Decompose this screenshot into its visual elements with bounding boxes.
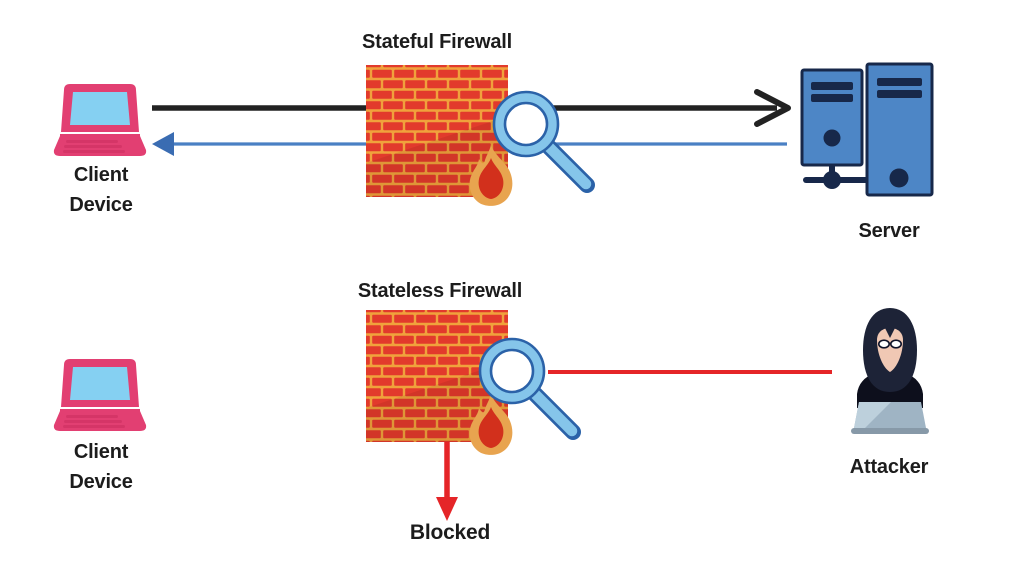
magnifier-icon: [492, 90, 595, 193]
server-icon: [795, 58, 935, 198]
attacker-face: [877, 328, 903, 372]
client-label-line2: Device: [69, 194, 133, 216]
client-label-line1: Client: [73, 164, 129, 186]
laptop-screen: [70, 92, 130, 125]
attacker-laptop: [851, 402, 929, 434]
client-device-label-top: Client Device: [69, 160, 132, 220]
flame-icon: [469, 145, 513, 206]
client-device-label-bottom: Client Device: [69, 437, 132, 497]
blocked-label: Blocked: [409, 521, 491, 544]
stateful-firewall-icon: [360, 58, 600, 263]
attacker-label: Attacker: [849, 456, 929, 478]
attacker-glasses: [877, 339, 902, 349]
server-label: Server: [858, 220, 920, 242]
stateless-title: Stateless Firewall: [357, 280, 523, 302]
stateless-firewall-icon: [360, 303, 600, 508]
stateful-title: Stateful Firewall: [362, 31, 512, 53]
laptop-screen: [70, 367, 130, 400]
client-device-icon-bottom: [52, 357, 148, 437]
client-device-icon-top: [52, 82, 148, 162]
client-label-line1: Client: [73, 441, 129, 463]
flame-icon: [469, 394, 513, 455]
magnifier-icon: [478, 337, 581, 440]
client-label-line2: Device: [69, 471, 133, 493]
blocked-arrow: [436, 436, 458, 521]
attacker-icon: [845, 306, 935, 436]
